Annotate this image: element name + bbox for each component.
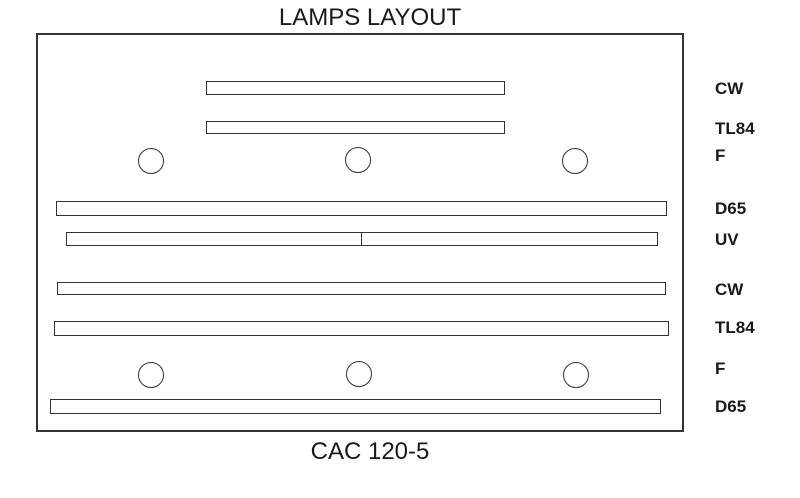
- cabinet-outline: [36, 33, 684, 432]
- model-caption: CAC 120-5: [310, 438, 430, 465]
- lamp-bulb-f-upper-right: [562, 148, 588, 174]
- lamp-tube-tl84-lower: [54, 321, 669, 336]
- lamp-bulb-f-lower-right: [563, 362, 589, 388]
- lamp-label-f-upper: F: [715, 146, 726, 165]
- lamp-label-cw-lower: CW: [715, 280, 744, 299]
- lamp-tube-cw-upper: [206, 81, 505, 95]
- diagram-title: LAMPS LAYOUT: [278, 4, 462, 31]
- lamp-label-tl84-upper: TL84: [715, 119, 755, 138]
- lamp-tube-d65-upper: [56, 201, 667, 216]
- lamp-tube-cw-lower: [57, 282, 666, 295]
- lamp-label-d65-upper: D65: [715, 199, 747, 218]
- lamp-bulb-f-lower-center: [346, 361, 372, 387]
- lamp-bulb-f-upper-left: [138, 148, 164, 174]
- lamp-label-d65-lower: D65: [715, 397, 747, 416]
- lamp-tube-uv: [66, 232, 658, 246]
- lamp-label-f-lower: F: [715, 359, 726, 378]
- lamp-tube-d65-lower: [50, 399, 661, 414]
- lamp-label-tl84-lower: TL84: [715, 318, 755, 337]
- lamp-tube-tl84-upper: [206, 121, 505, 134]
- lamp-bulb-f-lower-left: [138, 362, 164, 388]
- lamp-label-uv: UV: [715, 230, 739, 249]
- lamp-bulb-f-upper-center: [345, 147, 371, 173]
- uv-tube-divider: [361, 233, 362, 245]
- lamp-label-cw-upper: CW: [715, 79, 744, 98]
